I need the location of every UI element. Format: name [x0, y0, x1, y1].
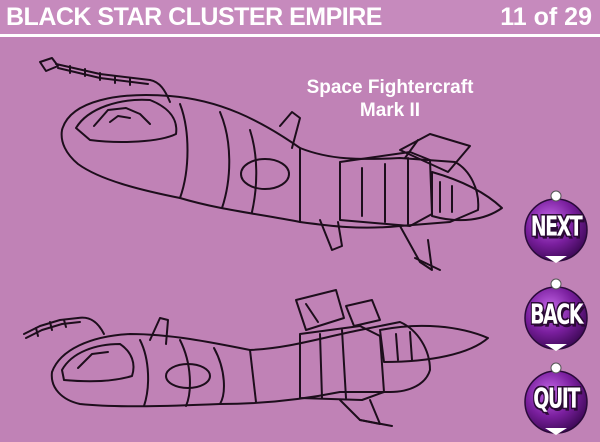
- header-bar: BLACK STAR CLUSTER EMPIRE 11 of 29: [0, 0, 600, 37]
- quit-button[interactable]: QUIT: [519, 362, 593, 436]
- next-button[interactable]: NEXT: [519, 190, 593, 264]
- page-counter: 11 of 29: [500, 3, 592, 31]
- back-button[interactable]: BACK: [519, 278, 593, 352]
- next-button-orb-icon: [524, 190, 588, 263]
- caption-line-2: Mark II: [359, 100, 421, 121]
- craft-caption: Space Fightercraft Mark II: [290, 76, 490, 122]
- caption-line-1: Space Fightercraft: [306, 77, 474, 98]
- quit-button-orb-icon: [524, 362, 588, 435]
- back-button-label: BACK: [530, 299, 583, 331]
- next-button-label: NEXT: [530, 211, 583, 243]
- app-title: BLACK STAR CLUSTER EMPIRE: [6, 3, 382, 31]
- lower-fighter-drawing: [23, 289, 489, 427]
- back-button-orb-icon: [524, 278, 588, 351]
- quit-button-label: QUIT: [533, 383, 580, 415]
- upper-fighter-drawing: [39, 57, 503, 271]
- spacecraft-illustration: [23, 57, 503, 427]
